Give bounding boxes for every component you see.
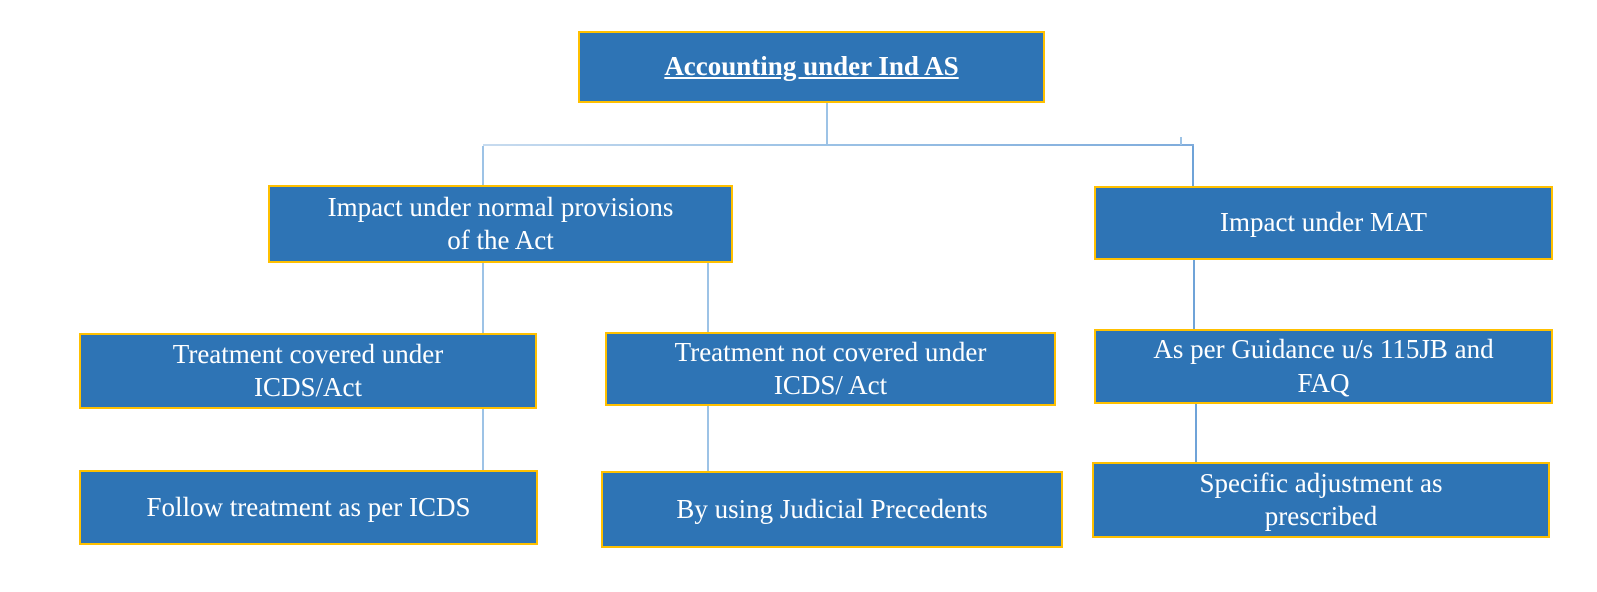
- node-impact-under-mat: Impact under MAT: [1094, 186, 1553, 260]
- connector-root-stem: [826, 103, 828, 145]
- connector-tick-stub: [1180, 137, 1182, 145]
- node-accounting-under-ind-as: Accounting under Ind AS: [578, 31, 1045, 103]
- connector-to-normal: [482, 146, 484, 185]
- node-label: Impact under normal provisions of the Ac…: [327, 191, 674, 255]
- connector-notcovered-to-judicial: [707, 406, 709, 471]
- node-judicial-precedents: By using Judicial Precedents: [601, 471, 1063, 548]
- node-follow-treatment-icds: Follow treatment as per ICDS: [79, 470, 538, 545]
- connector-to-mat: [1192, 146, 1194, 186]
- node-guidance-115jb-faq: As per Guidance u/s 115JB and FAQ: [1094, 329, 1553, 404]
- node-treatment-not-covered: Treatment not covered under ICDS/ Act: [605, 332, 1056, 406]
- node-treatment-covered: Treatment covered under ICDS/Act: [79, 333, 537, 409]
- connector-horizontal-main: [483, 144, 1194, 146]
- node-label: Follow treatment as per ICDS: [146, 491, 471, 522]
- node-label: Treatment covered under ICDS/Act: [172, 338, 444, 402]
- node-label: By using Judicial Precedents: [676, 493, 988, 524]
- node-label: As per Guidance u/s 115JB and FAQ: [1153, 334, 1494, 398]
- node-label: Specific adjustment as prescribed: [1199, 467, 1443, 531]
- node-label: Treatment not covered under ICDS/ Act: [674, 336, 987, 400]
- node-impact-normal-provisions: Impact under normal provisions of the Ac…: [268, 185, 733, 263]
- connector-normal-to-covered: [482, 263, 484, 333]
- node-label: Impact under MAT: [1220, 207, 1427, 238]
- connector-normal-to-notcovered: [707, 263, 709, 332]
- node-label: Accounting under Ind AS: [664, 51, 959, 82]
- connector-covered-to-follow: [482, 409, 484, 470]
- connector-guidance-to-specific: [1195, 404, 1197, 462]
- connector-mat-to-guidance: [1193, 260, 1195, 329]
- node-specific-adjustment: Specific adjustment as prescribed: [1092, 462, 1550, 538]
